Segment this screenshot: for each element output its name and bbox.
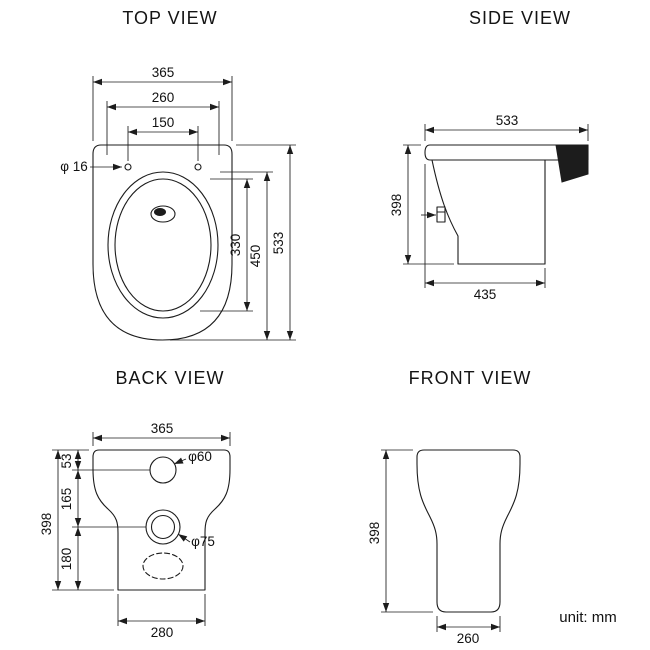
- dim-back-height: 398: [39, 513, 54, 536]
- trap-hidden-outline: [142, 552, 184, 580]
- hinge-hole-left: [124, 163, 132, 171]
- seat-lid-profile: [555, 144, 589, 183]
- dim-back-inlet-to-outlet: 165: [59, 488, 74, 511]
- dim-top-seat-width: 260: [152, 90, 175, 105]
- toilet-back-outline: [92, 449, 231, 591]
- dim-back-outlet-to-floor: 180: [59, 548, 74, 571]
- dim-top-width: 365: [152, 65, 175, 80]
- back-view-dimensions: φ60 φ75 365 53 165 180 398 280: [39, 421, 231, 640]
- dim-top-total-depth: 533: [271, 232, 286, 255]
- inlet-hole: [149, 456, 177, 484]
- top-view-drawing: [92, 144, 233, 341]
- dim-front-base-width: 260: [457, 631, 480, 646]
- dim-front-height: 398: [367, 522, 382, 545]
- fixing-detail: [436, 206, 446, 223]
- dim-side-total-depth: 533: [496, 113, 519, 128]
- seat-profile: [424, 144, 589, 161]
- side-view-title: SIDE VIEW: [469, 8, 571, 28]
- front-view-dimensions: 398 260: [367, 449, 501, 646]
- dim-top-hinge-spacing: 150: [152, 115, 175, 130]
- dim-top-bowl-length: 330: [228, 234, 243, 257]
- bowl-front-profile: [431, 159, 459, 265]
- dim-side-base-depth: 435: [474, 287, 497, 302]
- toilet-top-outline: [92, 144, 233, 341]
- toilet-front-outline: [416, 449, 521, 613]
- dim-top-seat-length: 450: [248, 245, 263, 268]
- front-view: FRONT VIEW 398 260: [367, 368, 532, 646]
- top-view: TOP VIEW 365 260 150 φ 16: [60, 8, 296, 341]
- side-view-dimensions: 533 398 435: [389, 113, 589, 302]
- hinge-hole-right: [194, 163, 202, 171]
- back-view-drawing: [92, 449, 231, 591]
- front-view-title: FRONT VIEW: [409, 368, 532, 388]
- drain-outline: [150, 205, 176, 223]
- dim-top-hole-dia: φ 16: [60, 159, 88, 174]
- dim-back-width: 365: [151, 421, 174, 436]
- leader-line: [177, 533, 191, 543]
- dim-back-base-width: 280: [151, 625, 174, 640]
- unit-label: unit: mm: [559, 609, 617, 626]
- bowl-rim-inner: [114, 178, 212, 312]
- side-view-drawing: [421, 144, 589, 265]
- top-view-dimensions: 365 260 150 φ 16 330 450 533: [60, 65, 296, 341]
- front-view-drawing: [416, 449, 521, 613]
- dim-back-outlet-dia: φ75: [191, 534, 215, 549]
- leader-line: [173, 457, 187, 465]
- dim-back-top-to-inlet: 53: [59, 453, 74, 468]
- dim-back-inlet-dia: φ60: [188, 449, 212, 464]
- top-view-title: TOP VIEW: [122, 8, 217, 28]
- back-view: BACK VIEW φ60 φ75 365 53 165: [39, 368, 231, 640]
- drain-hole: [154, 208, 166, 216]
- back-view-title: BACK VIEW: [115, 368, 224, 388]
- bowl-rim-outer: [107, 171, 219, 319]
- outlet-hole-inner: [150, 514, 176, 540]
- side-view: SIDE VIEW 533 398 435: [389, 8, 589, 302]
- dim-side-height: 398: [389, 194, 404, 217]
